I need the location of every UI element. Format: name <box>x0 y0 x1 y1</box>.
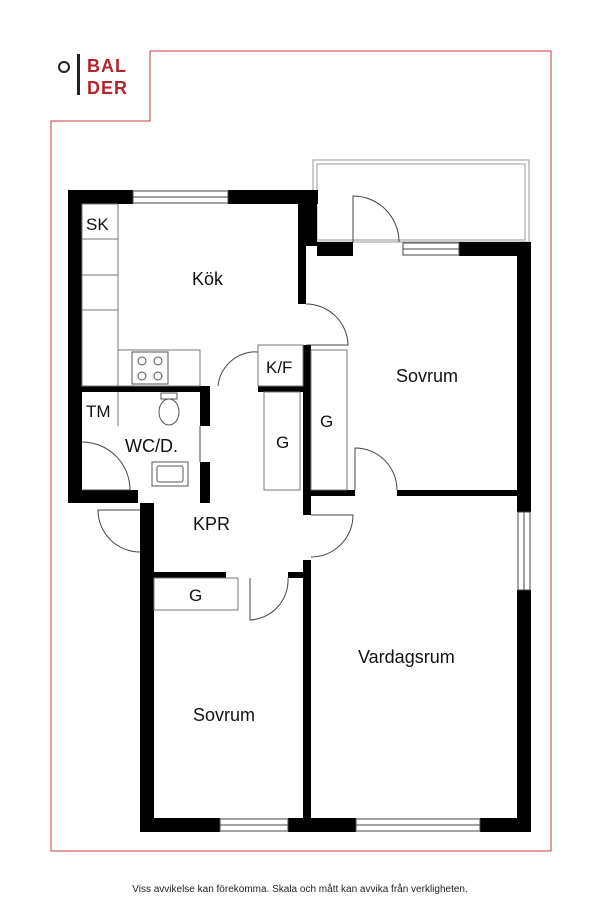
toilet-icon <box>158 392 180 426</box>
lower-wardrobe <box>153 577 239 611</box>
walls <box>68 190 531 832</box>
doors <box>81 195 400 621</box>
logo-circle-icon <box>58 61 70 73</box>
label-g-hall: G <box>276 433 289 452</box>
inner-walls <box>82 204 517 832</box>
logo-line2: DER <box>87 78 128 98</box>
balcony <box>312 159 530 243</box>
sink-icon <box>151 461 189 487</box>
label-sovrum-upper: Sovrum <box>396 366 458 386</box>
windows <box>132 190 531 832</box>
label-kf: K/F <box>266 358 292 377</box>
stove-icon <box>131 351 169 385</box>
balder-logo: BAL DER <box>58 54 128 98</box>
label-g-lower: G <box>189 586 202 605</box>
label-g-upper: G <box>320 412 333 431</box>
label-sovrum-lower: Sovrum <box>193 705 255 725</box>
logo-line1: BAL <box>87 56 127 76</box>
disclaimer-text: Viss avvikelse kan förekomma. Skala och … <box>132 884 468 895</box>
kf-closet <box>257 344 304 387</box>
label-sk: SK <box>86 215 109 234</box>
kitchen-counter <box>81 203 201 387</box>
hall-wardrobe <box>263 391 301 491</box>
label-kok: Kök <box>192 269 224 289</box>
bedroom-wardrobe <box>310 349 348 491</box>
label-vardagsrum: Vardagsrum <box>358 647 455 667</box>
logo-bar <box>77 54 80 95</box>
label-wc: WC/D. <box>125 436 178 456</box>
label-tm: TM <box>86 402 111 421</box>
plan-border <box>50 50 552 852</box>
label-kpr: KPR <box>193 514 230 534</box>
